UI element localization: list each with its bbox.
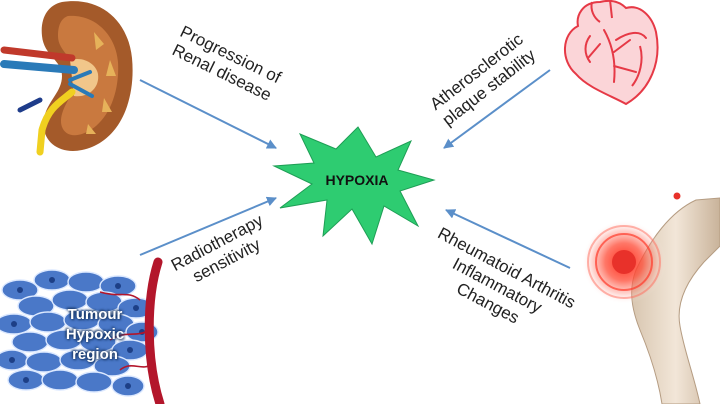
knee-joint-icon xyxy=(582,191,720,404)
kidney-icon xyxy=(0,1,133,156)
tumour-region-label: Tumour Hypoxic region xyxy=(50,305,140,365)
label-line: Hypoxic xyxy=(65,326,125,343)
arrow-renal xyxy=(139,79,277,149)
arrow-rheumatoid xyxy=(445,209,571,269)
arrow-radiotherapy xyxy=(139,196,277,256)
hypoxia-starburst xyxy=(272,126,436,246)
hypoxia-label: HYPOXIA xyxy=(325,172,389,188)
heart-icon xyxy=(563,0,659,106)
label-line: region xyxy=(72,346,118,363)
arrow-atherosclerotic xyxy=(443,69,551,149)
label-line: Tumour xyxy=(67,306,123,323)
tumour-cells-icon xyxy=(0,257,165,404)
